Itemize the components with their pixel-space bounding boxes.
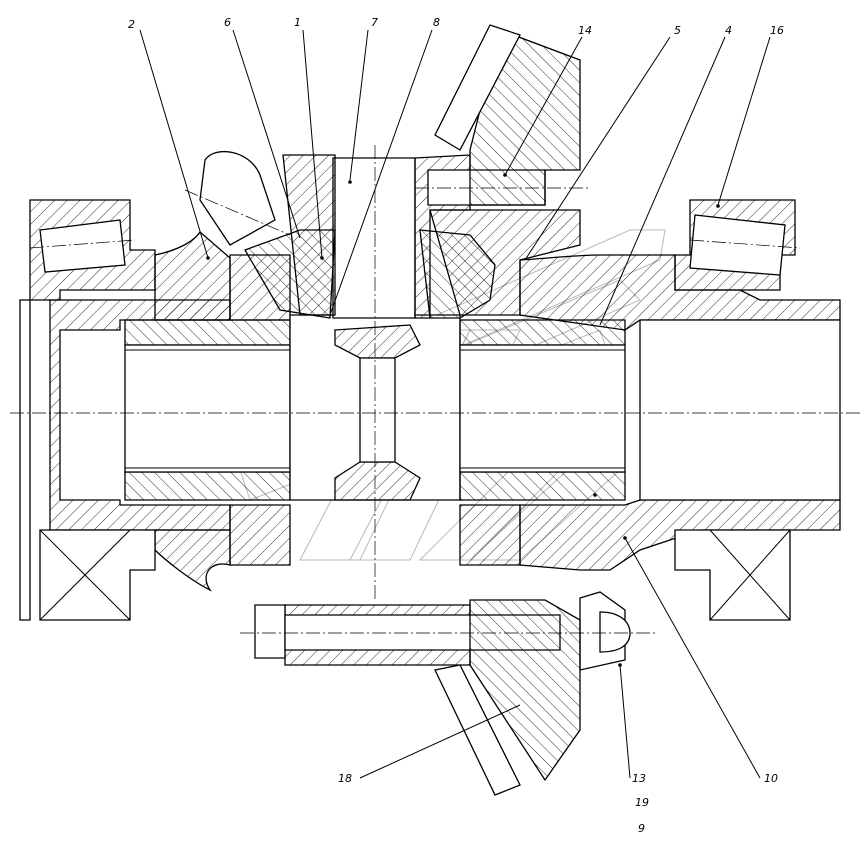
callout-9: 9 bbox=[638, 822, 645, 835]
cross-pin-area bbox=[289, 145, 461, 600]
right-bearings bbox=[674, 199, 801, 621]
right-housing bbox=[459, 254, 841, 571]
callout-labels: 2 6 1 7 8 14 5 4 16 18 13 10 19 9 bbox=[128, 16, 784, 835]
callout-19: 19 bbox=[635, 796, 649, 809]
upper-bevel-gear bbox=[434, 24, 581, 206]
callout-8: 8 bbox=[433, 16, 440, 29]
callout-5: 5 bbox=[674, 24, 681, 37]
callout-4: 4 bbox=[725, 24, 732, 37]
callout-6: 6 bbox=[224, 16, 231, 29]
angled-bearing bbox=[184, 151, 291, 246]
left-housing bbox=[19, 199, 231, 621]
leader-dots bbox=[206, 173, 720, 667]
callout-16: 16 bbox=[770, 24, 784, 37]
callout-1: 1 bbox=[294, 16, 301, 29]
callout-10: 10 bbox=[764, 772, 778, 785]
leader-lines bbox=[139, 29, 771, 779]
callout-7: 7 bbox=[371, 16, 378, 29]
callout-2: 2 bbox=[128, 18, 135, 31]
callout-18: 18 bbox=[338, 772, 352, 785]
callout-14: 14 bbox=[578, 24, 592, 37]
lower-bevel-gear bbox=[434, 599, 581, 796]
callout-13: 13 bbox=[632, 772, 646, 785]
lower-bolt bbox=[240, 591, 655, 671]
